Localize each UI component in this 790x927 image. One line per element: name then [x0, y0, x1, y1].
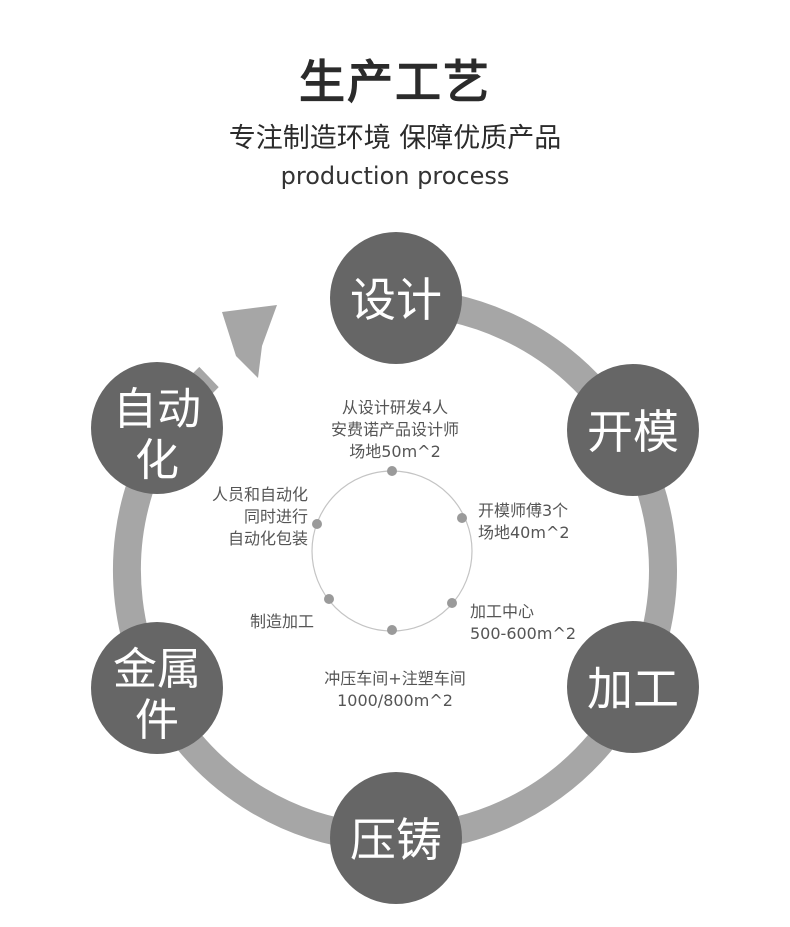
page-subtitle: 专注制造环境 保障优质产品 [228, 123, 562, 154]
detail-mold-line: 开模师傅3个 [478, 501, 569, 520]
stage-metal-parts: 金属 件 [91, 622, 223, 754]
detail-machining: 加工中心 500-600m^2 [470, 601, 576, 645]
page-title: 生产工艺 [299, 55, 491, 109]
detail-stamping-line: 冲压车间+注塑车间 [324, 669, 466, 688]
stage-machining: 加工 [567, 621, 699, 753]
page-subtitle-english: production process [280, 162, 510, 190]
detail-stamping-line: 1000/800m^2 [337, 691, 453, 710]
stage-label-metal-parts-line1: 金属 [113, 644, 201, 695]
stage-label-mold: 开模 [587, 405, 679, 459]
process-ring [112, 288, 677, 852]
inner-dot-stamping [387, 625, 397, 635]
inner-dot-manufacturing [324, 594, 334, 604]
inner-dot-machining [447, 598, 457, 608]
detail-mold-line: 场地40m^2 [478, 523, 570, 542]
detail-design-line: 从设计研发4人 [341, 398, 449, 417]
detail-automation-line: 同时进行 [243, 507, 308, 526]
detail-automation-line: 人员和自动化 [211, 485, 308, 504]
detail-design: 从设计研发4人 安费诺产品设计师 场地50m^2 [300, 397, 490, 463]
inner-dot-design [387, 466, 397, 476]
detail-manufacturing-line: 制造加工 [249, 612, 314, 631]
cycle-arrow-icon [222, 305, 277, 378]
stage-design: 设计 [330, 232, 462, 364]
inner-ring [311, 470, 473, 632]
stage-label-die-casting: 压铸 [350, 813, 442, 867]
detail-machining-line: 加工中心 [470, 602, 535, 621]
inner-dot-mold [457, 513, 467, 523]
detail-design-line: 场地50m^2 [349, 442, 441, 461]
detail-automation: 人员和自动化 同时进行 自动化包装 [180, 484, 308, 550]
stage-label-metal-parts-line2: 件 [135, 695, 179, 746]
stage-automation: 自动 化 [91, 362, 223, 494]
stage-mold: 开模 [567, 364, 699, 496]
stage-die-casting: 压铸 [330, 772, 462, 904]
detail-machining-line: 500-600m^2 [470, 624, 577, 643]
inner-dot-automation [312, 519, 322, 529]
detail-stamping: 冲压车间+注塑车间 1000/800m^2 [300, 668, 490, 712]
detail-design-line: 安费诺产品设计师 [330, 420, 459, 439]
stage-label-automation-line1: 自动 [113, 384, 201, 435]
detail-automation-line: 自动化包装 [227, 529, 308, 548]
stage-label-design: 设计 [350, 273, 442, 327]
stage-label-automation-line2: 化 [135, 435, 179, 486]
detail-manufacturing: 制造加工 [200, 611, 314, 633]
detail-mold: 开模师傅3个 场地40m^2 [478, 500, 570, 544]
stage-label-machining: 加工 [587, 662, 679, 716]
